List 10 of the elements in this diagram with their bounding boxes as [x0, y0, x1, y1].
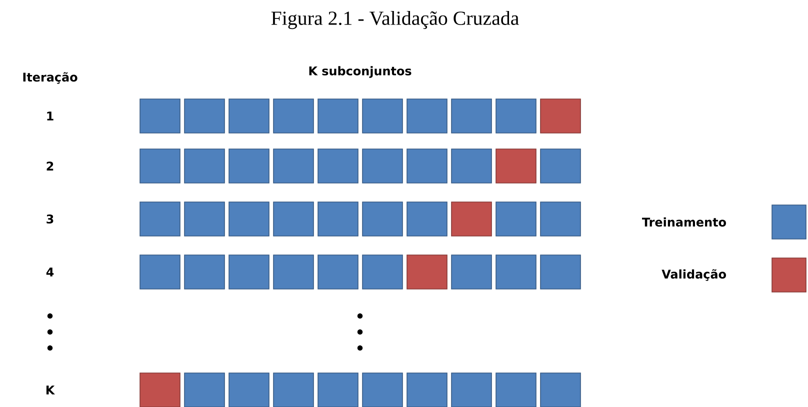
legend-label: Validação: [662, 269, 726, 281]
column-heading: Iteração: [23, 72, 78, 84]
row-label: K: [46, 386, 55, 394]
row-label: 1: [47, 112, 54, 120]
figure-title: Figura 2.1 - Validação Cruzada: [271, 10, 519, 30]
column-heading: K subconjuntos: [309, 66, 412, 78]
row-label: 2: [46, 162, 54, 170]
legend-label: Treinamento: [642, 217, 726, 227]
row-label: 4: [46, 268, 54, 276]
row-label: 3: [46, 214, 54, 224]
